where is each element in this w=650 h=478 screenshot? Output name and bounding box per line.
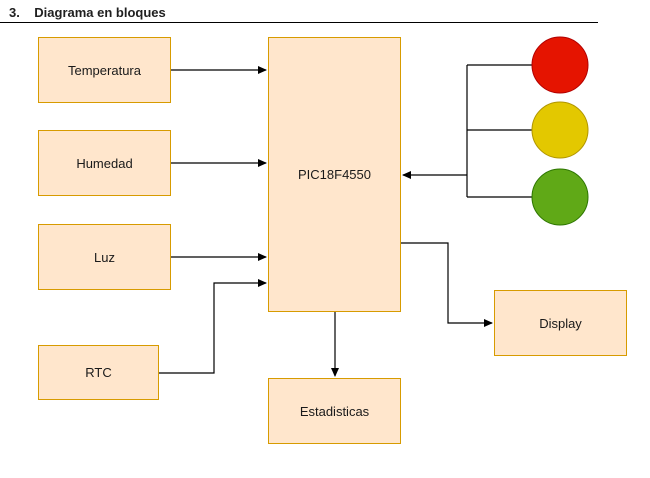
red-light-icon <box>531 36 589 94</box>
display-label: Display <box>539 315 582 331</box>
estadisticas-block[interactable]: Estadisticas <box>268 378 401 444</box>
mcu-label: PIC18F4550 <box>298 167 371 182</box>
yellow-light-icon <box>531 101 589 159</box>
estadisticas-label: Estadisticas <box>299 403 370 419</box>
rtc-block[interactable]: RTC <box>38 345 159 400</box>
temperatura-block[interactable]: Temperatura <box>38 37 171 103</box>
green-light-icon <box>531 168 589 226</box>
luz-block[interactable]: Luz <box>38 224 171 290</box>
humedad-block[interactable]: Humedad <box>38 130 171 196</box>
section-title: 3. Diagrama en bloques <box>9 5 166 20</box>
temperatura-label: Temperatura <box>68 62 141 78</box>
mcu-to-display-arrow <box>401 242 493 327</box>
mcu-block[interactable]: PIC18F4550 <box>268 37 401 312</box>
humedad-label: Humedad <box>76 155 133 171</box>
rtc-to-mcu-arrow <box>159 279 267 374</box>
rtc-label: RTC <box>85 365 112 380</box>
luz-label: Luz <box>94 249 115 265</box>
display-block[interactable]: Display <box>494 290 627 356</box>
title-divider <box>0 22 598 23</box>
